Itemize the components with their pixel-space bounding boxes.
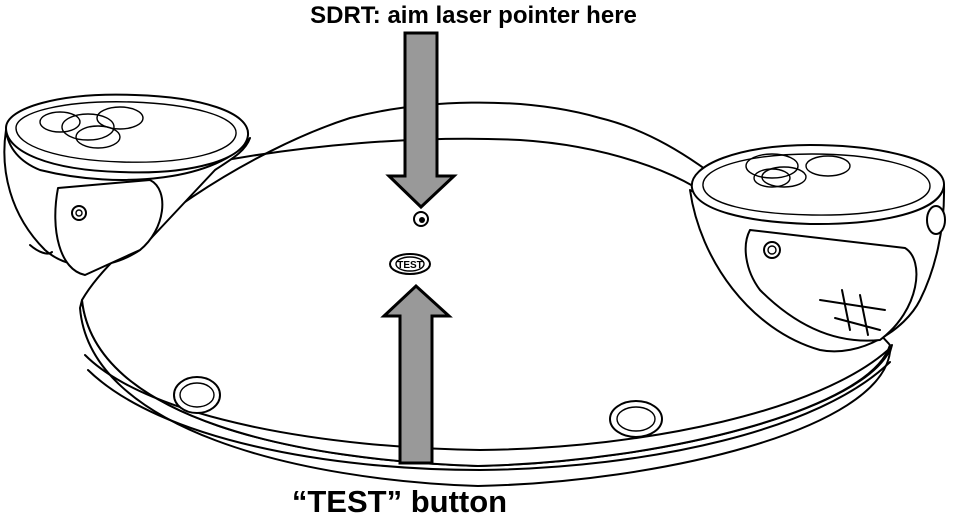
test-button-caption: “TEST” button: [291, 484, 508, 519]
arrow-up-to-test-button: [380, 283, 453, 465]
arrow-down-to-sdrt: [385, 31, 458, 210]
sdrt-caption: SDRT: aim laser pointer here: [310, 2, 637, 29]
test-button-label: TEST: [397, 260, 423, 271]
lamp-head-left: [3, 93, 251, 276]
sdrt-target-hole: [413, 211, 429, 227]
test-button[interactable]: TEST: [389, 253, 431, 275]
base-screw-cover-right: [609, 400, 663, 438]
base-screw-cover-left: [173, 376, 221, 414]
lamp-head-right: [689, 144, 946, 353]
